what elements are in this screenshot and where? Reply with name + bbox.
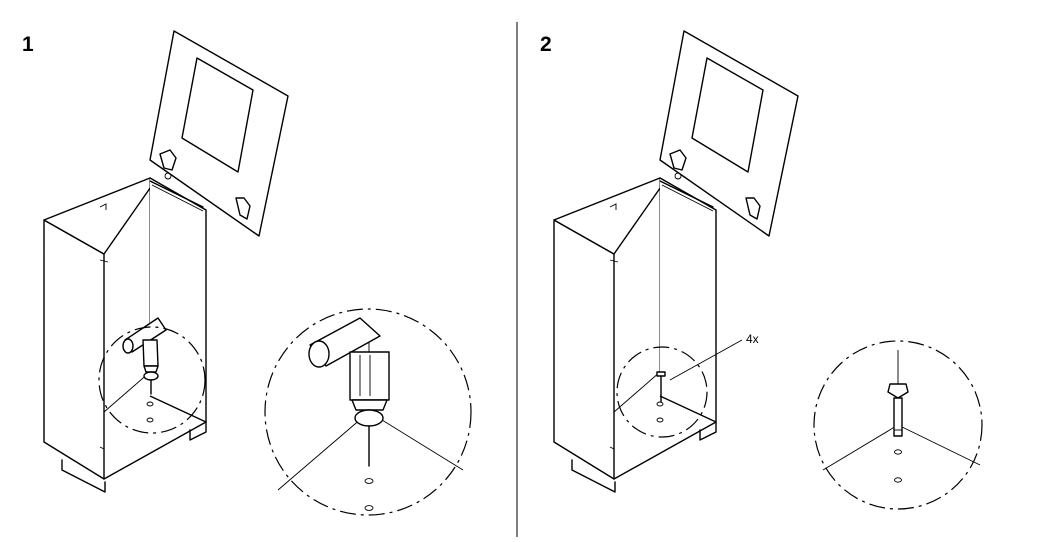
step-1-detail [264,308,472,516]
screwdriver-icon [122,317,167,395]
step-1-number: 1 [22,33,34,56]
detail-circle-2 [616,346,708,438]
leader-line [669,339,743,381]
quantity-callout: 4x [746,332,759,346]
step-2-cabinet [553,30,799,493]
step-1-cabinet [43,30,289,493]
detail-circle [98,326,206,434]
step-2-detail [813,340,983,510]
bolt-icon [656,371,666,403]
step-2-number: 2 [540,33,552,56]
